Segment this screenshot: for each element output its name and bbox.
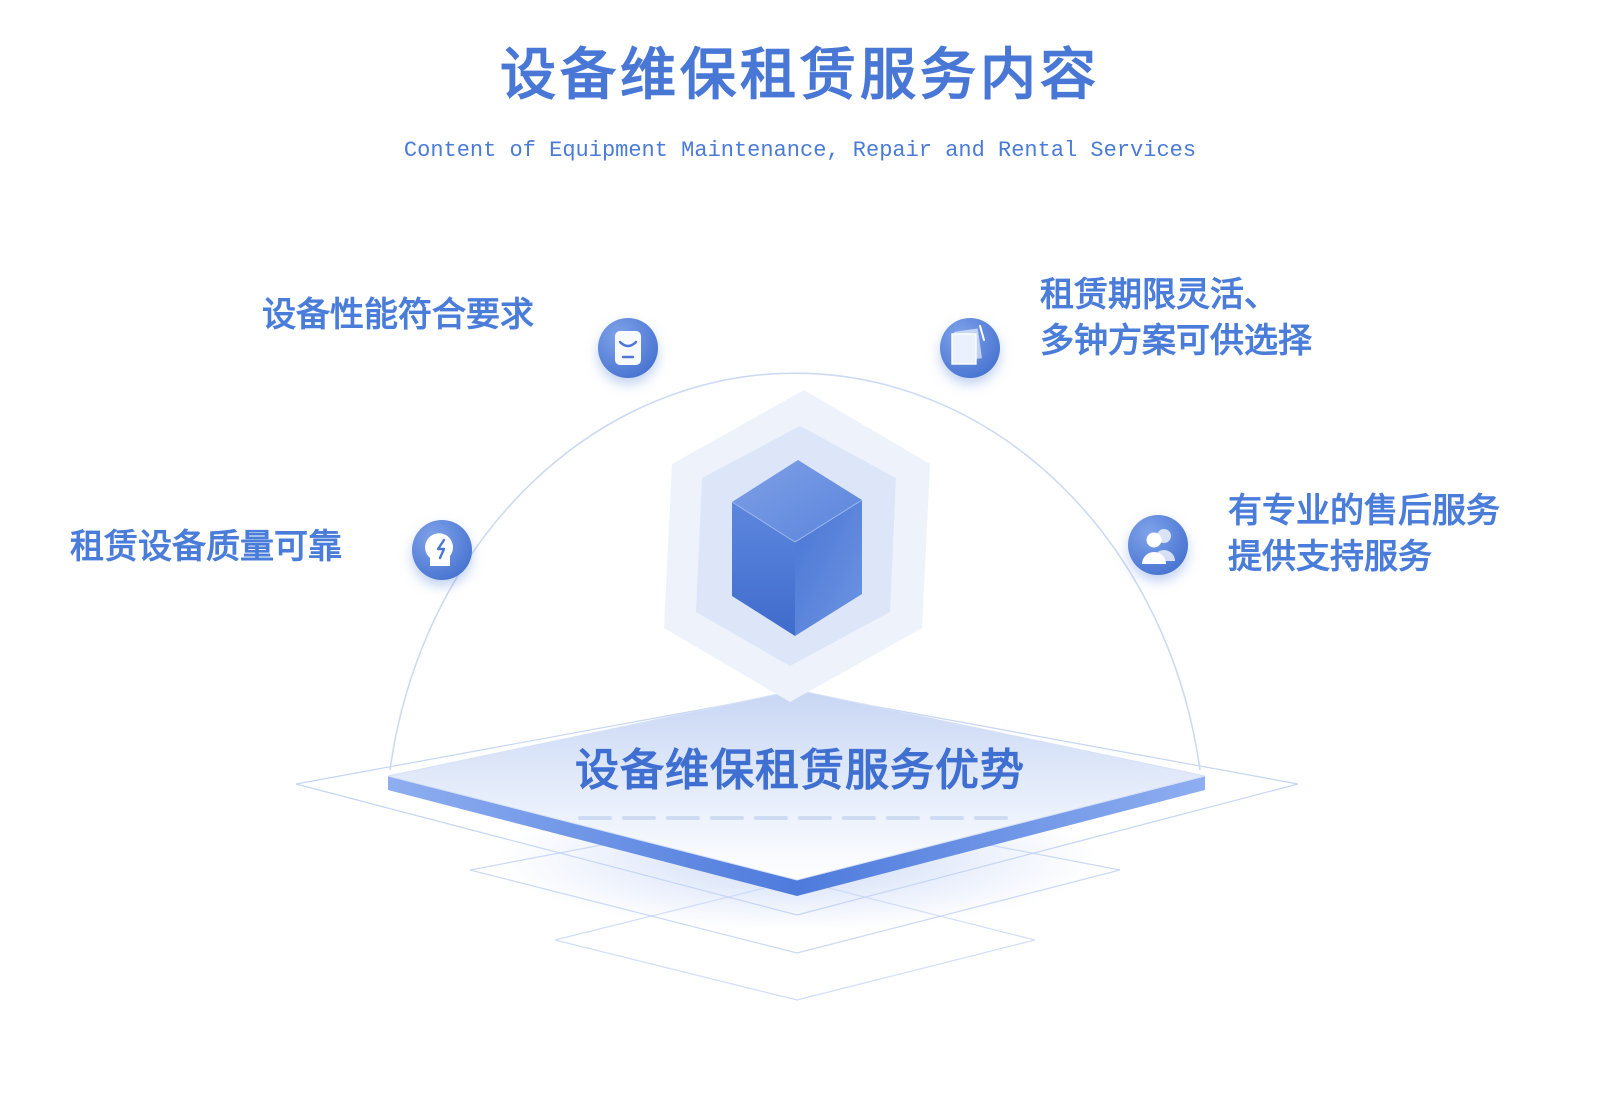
main-platform	[387, 689, 1206, 896]
feature-flexible-rental: 租赁期限灵活、 多钟方案可供选择	[1040, 272, 1312, 364]
base-layer-3	[554, 879, 1036, 1001]
platform-label: 设备维保租赁服务优势	[575, 745, 1025, 796]
feature-after-sales-line-1: 有专业的售后服务	[1228, 491, 1500, 531]
feature-after-sales: 有专业的售后服务 提供支持服务	[1228, 488, 1500, 580]
cube-icon	[731, 460, 863, 636]
feature-flexible-rental-line-2: 多钟方案可供选择	[1040, 321, 1312, 361]
feature-performance-line-1: 设备性能符合要求	[262, 295, 534, 335]
feature-quality: 租赁设备质量可靠	[70, 524, 342, 570]
lightbulb-head-icon	[425, 533, 454, 566]
cube-edges	[731, 499, 863, 543]
cube-left-face	[732, 502, 795, 636]
feature-flexible-rental-line-1: 租赁期限灵活、	[1040, 275, 1278, 315]
feature-performance: 设备性能符合要求	[262, 292, 534, 338]
cube-right-face	[795, 500, 862, 636]
device-icon	[615, 331, 641, 365]
document-icon	[951, 325, 985, 365]
feature-quality-line-1: 租赁设备质量可靠	[70, 527, 342, 567]
feature-after-sales-line-2: 提供支持服务	[1228, 537, 1432, 577]
page-title: 设备维保租赁服务内容	[500, 42, 1100, 108]
orbit-arc	[389, 372, 1201, 771]
users-icon	[1142, 529, 1175, 564]
page-subtitle: Content of Equipment Maintenance, Repair…	[403, 138, 1197, 163]
platform-top	[387, 689, 1206, 881]
cube-top-face	[732, 460, 862, 542]
